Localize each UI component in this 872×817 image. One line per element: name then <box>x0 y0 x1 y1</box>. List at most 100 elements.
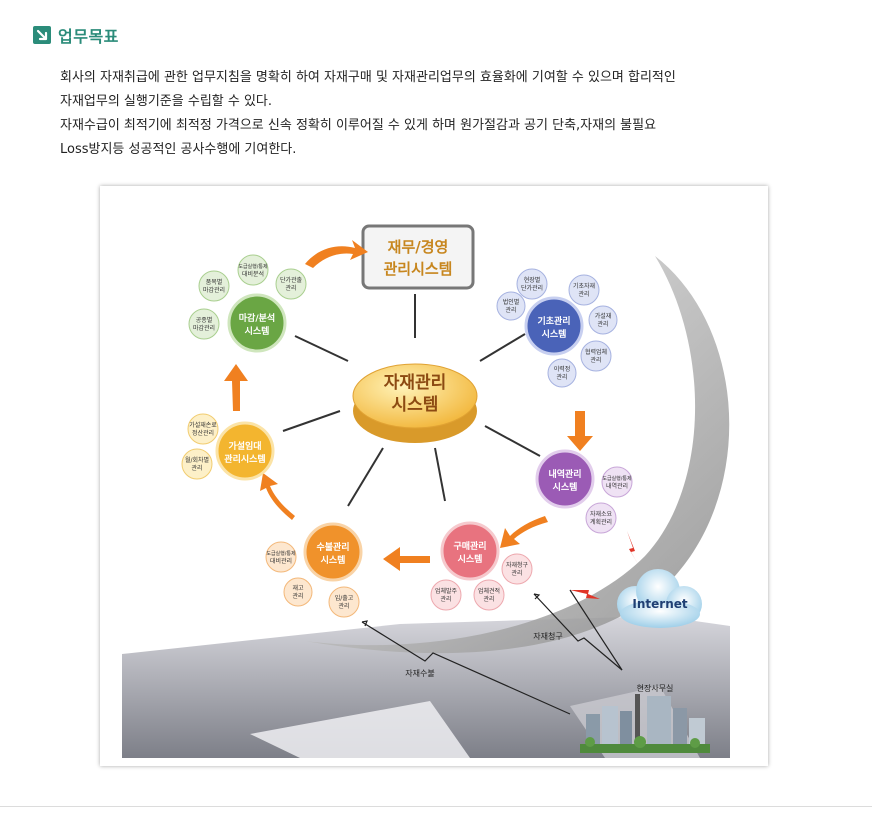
bubble-supply-sub-2: 입/출고 관리 <box>328 586 360 618</box>
intro-line-1: 회사의 자재취급에 관한 업무지침을 명확히 하여 자재구매 및 자재관리업무의… <box>60 70 676 85</box>
connector-lines <box>282 294 541 507</box>
finance-management-box: 재무/경영 관리시스템 <box>361 224 475 290</box>
svg-text:현장별: 현장별 <box>524 276 541 284</box>
diagram-canvas: 재무/경영 관리시스템 자재관리 시스템 현장별 단가관리 기초자재 <box>122 224 730 758</box>
system-cluster-purchase: 자재청구 관리 업체발주 관리 업체견적 관리 구매관리 시스템 <box>430 521 533 611</box>
system-node-close: 마감/분석 시스템 <box>227 293 287 353</box>
wire-lines <box>361 589 623 715</box>
svg-text:시스템: 시스템 <box>321 554 346 566</box>
top-box-line2: 관리시스템 <box>383 260 452 278</box>
bubble-supply-sub-1: 재고 관리 <box>283 577 313 607</box>
bubble-temp-sub-0: 가설재손료 정산관리 <box>187 413 219 445</box>
system-diagram: 재무/경영 관리시스템 자재관리 시스템 현장별 단가관리 기초자재 <box>100 186 768 766</box>
bubble-purchase-sub-2: 업체견적 관리 <box>473 579 505 611</box>
svg-text:월/회차별: 월/회차별 <box>185 456 209 464</box>
system-cluster-temp: 가설재손료 정산관리 월/회차별 관리 가설임대 관리시스템 <box>181 413 275 481</box>
svg-text:관리: 관리 <box>440 595 451 603</box>
svg-text:시스템: 시스템 <box>245 325 270 337</box>
svg-text:이력정: 이력정 <box>554 365 571 373</box>
orbit-arc <box>305 256 730 654</box>
system-node-purchase: 구매관리 시스템 <box>440 521 500 581</box>
lightning-bolts <box>570 531 638 599</box>
svg-text:기초관리: 기초관리 <box>537 315 570 327</box>
intro-text: 회사의 자재취급에 관한 업무지침을 명확히 하여 자재구매 및 자재관리업무의… <box>60 66 850 162</box>
svg-text:자재청구: 자재청구 <box>506 561 529 569</box>
svg-text:관리: 관리 <box>292 592 303 600</box>
bubble-close-sub-3: 공종별 마감관리 <box>188 308 220 340</box>
svg-text:협력업체: 협력업체 <box>585 348 607 356</box>
system-node-basic: 기초관리 시스템 <box>524 296 584 356</box>
bubble-basic-sub-3: 가설재 관리 <box>588 305 618 335</box>
svg-text:계획관리: 계획관리 <box>590 518 612 526</box>
svg-text:대비관리: 대비관리 <box>270 557 292 565</box>
internet-label: Internet <box>632 597 687 611</box>
svg-text:관리: 관리 <box>191 464 202 472</box>
svg-text:기초자재: 기초자재 <box>573 282 595 290</box>
system-cluster-basic: 현장별 단가관리 기초자재 관리 법인별 관리 가설재 관리 협력업체 관리 이… <box>496 268 618 388</box>
bubble-basic-sub-4: 협력업체 관리 <box>580 340 612 372</box>
svg-text:업체견적: 업체견적 <box>478 587 500 595</box>
center-system-disk: 자재관리 시스템 <box>352 363 478 443</box>
svg-text:구매관리: 구매관리 <box>453 540 486 552</box>
intro-line-3: 자재수급이 최적기에 최적정 가격으로 신속 정확히 이루어질 수 있게 하며 … <box>60 118 657 133</box>
svg-text:업체발주: 업체발주 <box>435 587 458 595</box>
svg-text:품목별: 품목별 <box>206 278 223 286</box>
svg-text:내역관리: 내역관리 <box>606 482 628 490</box>
section-header: 업무목표 <box>33 23 119 47</box>
top-box-line1: 재무/경영 <box>388 238 449 256</box>
svg-text:수불관리: 수불관리 <box>316 541 349 553</box>
bubble-basic-sub-0: 현장별 단가관리 <box>516 268 548 300</box>
system-node-plan: 내역관리 시스템 <box>535 449 595 509</box>
svg-text:관리: 관리 <box>505 306 516 314</box>
svg-text:도급실행/통제: 도급실행/통제 <box>238 263 268 270</box>
svg-text:가설재: 가설재 <box>595 312 612 320</box>
system-cluster-close: 도급실행/통제 대비분석 단가관출 관리 품목별 마감관리 공종별 마감관리 마… <box>188 254 307 353</box>
center-line2: 시스템 <box>392 395 439 415</box>
svg-text:법인별: 법인별 <box>503 298 520 306</box>
supply-label: 자재수불 <box>405 668 434 678</box>
bubble-purchase-sub-1: 업체발주 관리 <box>430 579 462 611</box>
svg-text:입/출고: 입/출고 <box>335 594 354 602</box>
svg-text:도급실행/통제: 도급실행/통제 <box>266 550 296 557</box>
svg-text:자재소요: 자재소요 <box>590 510 613 518</box>
section-title: 업무목표 <box>58 27 119 46</box>
internet-cloud: Internet <box>617 569 702 628</box>
system-node-supply: 수불관리 시스템 <box>303 522 363 582</box>
bubble-temp-sub-1: 월/회차별 관리 <box>181 448 213 480</box>
site-office-label: 현장사무실 <box>637 683 674 693</box>
center-line1: 자재관리 <box>384 373 447 393</box>
svg-text:관리: 관리 <box>338 602 349 610</box>
bubble-close-sub-0: 도급실행/통제 대비분석 <box>237 254 269 286</box>
svg-text:가설임대: 가설임대 <box>228 440 261 452</box>
svg-text:정산관리: 정산관리 <box>192 429 214 437</box>
svg-text:마감관리: 마감관리 <box>203 286 225 294</box>
site-office-buildings <box>580 694 710 753</box>
system-cluster-plan: 도급실행/통제 내역관리 자재소요 계획관리 내역관리 시스템 <box>535 449 633 534</box>
svg-text:도급실행/통제: 도급실행/통제 <box>602 475 632 482</box>
bubble-close-sub-1: 단가관출 관리 <box>275 268 307 300</box>
svg-text:관리: 관리 <box>483 595 494 603</box>
svg-text:내역관리: 내역관리 <box>548 468 581 480</box>
svg-text:관리: 관리 <box>590 356 601 364</box>
bottom-divider <box>0 806 872 807</box>
svg-text:공종별: 공종별 <box>196 316 213 324</box>
svg-text:마감관리: 마감관리 <box>193 324 215 332</box>
svg-text:관리: 관리 <box>578 290 589 298</box>
svg-text:단가관출: 단가관출 <box>280 276 303 284</box>
svg-text:관리: 관리 <box>511 569 522 577</box>
bubble-basic-sub-1: 기초자재 관리 <box>568 274 600 306</box>
system-node-temp: 가설임대 관리시스템 <box>215 421 275 481</box>
svg-text:재고: 재고 <box>292 584 304 592</box>
request-label: 자재청구 <box>533 632 562 641</box>
intro-line-4: Loss방지등 성공적인 공사수행에 기여한다. <box>60 142 297 157</box>
svg-text:관리: 관리 <box>597 320 608 328</box>
bubble-basic-sub-2: 법인별 관리 <box>496 291 526 321</box>
svg-text:단가관리: 단가관리 <box>521 284 543 292</box>
checkmark-arrow-icon <box>33 26 51 44</box>
bubble-plan-sub-0: 도급실행/통제 내역관리 <box>601 466 633 498</box>
bubble-purchase-sub-0: 자재청구 관리 <box>501 553 533 585</box>
svg-text:시스템: 시스템 <box>458 553 483 565</box>
intro-line-2: 자재업무의 실행기준을 수립할 수 있다. <box>60 94 273 109</box>
svg-text:관리: 관리 <box>285 284 296 292</box>
svg-text:시스템: 시스템 <box>553 481 578 493</box>
